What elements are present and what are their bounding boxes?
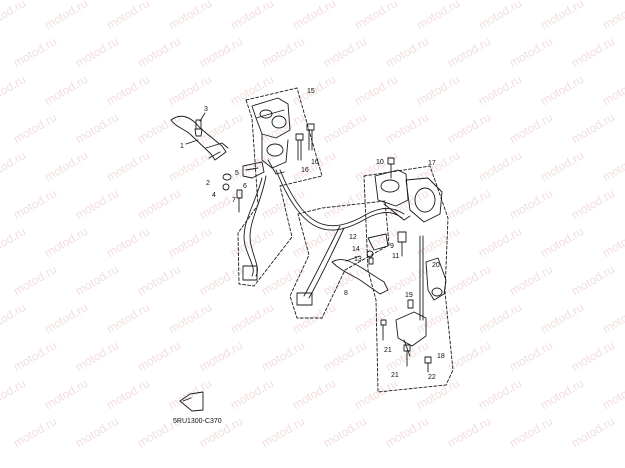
pivot-screw-3 bbox=[194, 119, 203, 137]
callout-18: 18 bbox=[437, 353, 445, 360]
callout-15: 15 bbox=[307, 88, 315, 95]
group-box-15 bbox=[237, 87, 323, 287]
callout-13: 13 bbox=[354, 256, 362, 263]
callout-2: 2 bbox=[206, 180, 210, 187]
callout-16b: 16 bbox=[311, 159, 319, 166]
callout-17: 17 bbox=[428, 160, 436, 167]
callout-21a: 21 bbox=[384, 347, 392, 354]
bracket-20 bbox=[425, 257, 447, 301]
callout-20: 20 bbox=[432, 262, 440, 269]
lower-cable bbox=[303, 225, 341, 297]
bolts-16 bbox=[295, 123, 315, 161]
callout-1: 1 bbox=[180, 143, 184, 150]
small-parts-2-4-7 bbox=[222, 173, 243, 213]
callout-11: 11 bbox=[392, 253, 400, 260]
hose-8 bbox=[275, 169, 403, 231]
master-cylinder-right bbox=[374, 169, 443, 223]
callout-4: 4 bbox=[212, 192, 216, 199]
callout-10: 10 bbox=[376, 159, 384, 166]
callout-8: 8 bbox=[344, 290, 348, 297]
left-cable bbox=[243, 177, 263, 277]
callout-7: 7 bbox=[232, 197, 236, 204]
callout-9: 9 bbox=[390, 243, 394, 250]
diagram-code: 5RU1300-C370 bbox=[173, 418, 222, 425]
group-box-8 bbox=[289, 200, 390, 319]
left-connector bbox=[242, 265, 258, 281]
lower-connector bbox=[296, 292, 313, 306]
group-box-17 bbox=[363, 165, 454, 393]
callout-21b: 21 bbox=[391, 372, 399, 379]
lever-1 bbox=[170, 115, 229, 161]
master-cylinder-left bbox=[251, 97, 291, 175]
callout-5: 5 bbox=[235, 170, 239, 177]
callout-19: 19 bbox=[405, 292, 413, 299]
switch-18-19 bbox=[395, 235, 427, 357]
switch-bracket-5-6 bbox=[242, 161, 265, 179]
callout-14: 14 bbox=[352, 246, 360, 253]
callout-12: 12 bbox=[349, 234, 357, 241]
screws-21-22 bbox=[380, 319, 432, 373]
lever-8 bbox=[331, 255, 389, 295]
bolt-10 bbox=[387, 157, 395, 179]
callout-16a: 16 bbox=[301, 167, 309, 174]
callout-3: 3 bbox=[204, 106, 208, 113]
switch-group bbox=[366, 231, 407, 265]
front-arrow-icon bbox=[179, 391, 204, 412]
callout-22: 22 bbox=[428, 374, 436, 381]
callout-6: 6 bbox=[243, 183, 247, 190]
